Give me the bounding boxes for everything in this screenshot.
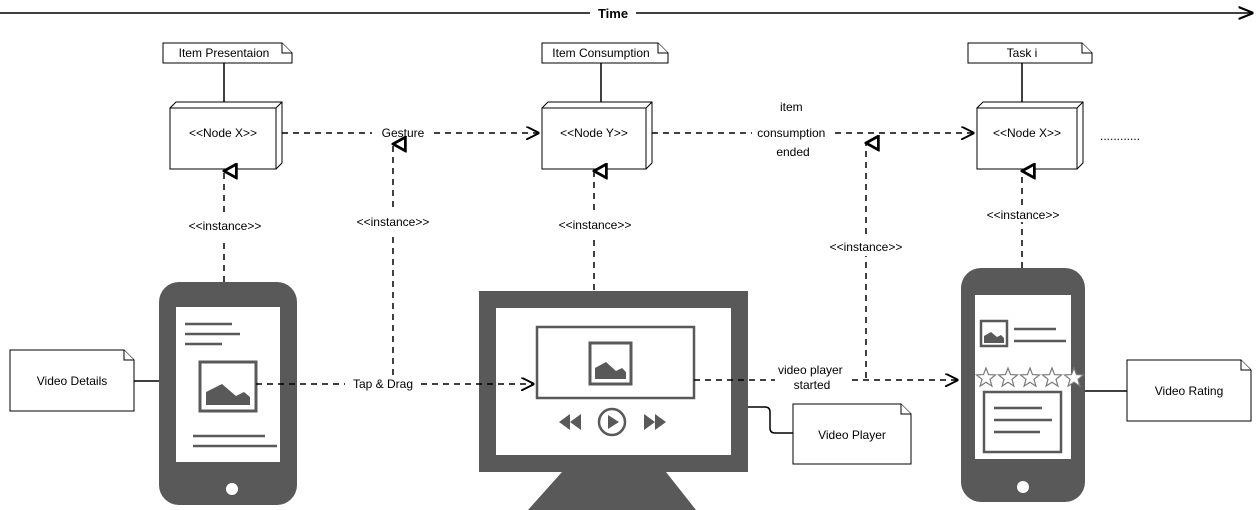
note-task-label: Task i xyxy=(1007,46,1038,60)
instance-link-1: <<instance>> xyxy=(189,171,262,282)
note-item-consumption: Item Consumption xyxy=(541,42,669,64)
note-item-presentation-label: Item Presentaion xyxy=(179,46,270,60)
note-video-details-label: Video Details xyxy=(37,374,108,388)
node-x-first-label: <<Node X>> xyxy=(189,126,257,140)
monitor-video-player xyxy=(479,291,748,510)
instance-label-4: <<instance>> xyxy=(830,240,903,254)
star-rating[interactable] xyxy=(974,366,1086,388)
time-axis: Time xyxy=(0,6,1252,21)
item-consumption-ended-line-1: item xyxy=(780,100,803,114)
node-y-label: <<Node Y>> xyxy=(560,126,628,140)
note-video-rating: Video Rating xyxy=(1085,359,1252,422)
tap-drag-label: Tap & Drag xyxy=(353,377,413,391)
item-consumption-ended-line-2: consumption xyxy=(757,126,825,140)
note-video-player-label: Video Player xyxy=(818,428,886,442)
continuation-dots: ............ xyxy=(1100,129,1140,143)
instance-label-1: <<instance>> xyxy=(189,219,262,233)
instance-label-3: <<instance>> xyxy=(559,218,632,232)
note-video-details: Video Details xyxy=(9,349,159,412)
node-x-first: <<Node X>> xyxy=(169,101,283,170)
node-y: <<Node Y>> xyxy=(541,101,653,170)
note-video-rating-label: Video Rating xyxy=(1155,384,1224,398)
note-task: Task i xyxy=(967,42,1093,64)
time-axis-label: Time xyxy=(598,6,628,21)
item-consumption-ended-label: item consumption ended xyxy=(757,100,828,159)
image-icon xyxy=(198,360,258,413)
instance-link-gesture: <<instance>> xyxy=(357,144,430,375)
item-consumption-ended-line-3: ended xyxy=(776,145,809,159)
flow-node-y-to-node-x: item consumption ended xyxy=(652,100,973,159)
instance-link-2: <<instance>> xyxy=(559,171,632,290)
instance-link-3: <<instance>> xyxy=(987,171,1060,268)
instance-label-5: <<instance>> xyxy=(987,208,1060,222)
video-player-started-line-1: video player xyxy=(778,363,843,377)
star-icon[interactable] xyxy=(974,366,998,388)
star-icon[interactable] xyxy=(1062,366,1086,388)
flow-details-to-player: Tap & Drag xyxy=(256,377,533,391)
note-video-player: Video Player xyxy=(748,403,912,465)
gesture-label: Gesture xyxy=(382,126,425,140)
star-icon[interactable] xyxy=(1018,366,1042,388)
node-x-second: <<Node X>> xyxy=(976,101,1084,170)
play-icon xyxy=(597,407,627,437)
phone-video-details xyxy=(159,282,297,505)
rewind-icon xyxy=(559,414,581,430)
note-item-consumption-label: Item Consumption xyxy=(552,46,649,60)
star-icon[interactable] xyxy=(1040,366,1064,388)
video-player-started-label: video player started xyxy=(778,363,846,392)
note-item-presentation: Item Presentaion xyxy=(162,42,293,64)
node-x-second-label: <<Node X>> xyxy=(993,126,1061,140)
phone-video-rating xyxy=(961,268,1086,502)
star-icon[interactable] xyxy=(996,366,1020,388)
video-player-started-line-2: started xyxy=(794,378,831,392)
image-icon xyxy=(588,341,633,386)
flow-player-to-rating: video player started xyxy=(694,363,957,392)
instance-label-2: <<instance>> xyxy=(357,215,430,229)
fast-forward-icon xyxy=(644,414,666,430)
image-icon xyxy=(979,319,1009,348)
flow-node-x-to-node-y: Gesture xyxy=(282,126,538,140)
instance-link-consumption: <<instance>> xyxy=(830,143,903,378)
